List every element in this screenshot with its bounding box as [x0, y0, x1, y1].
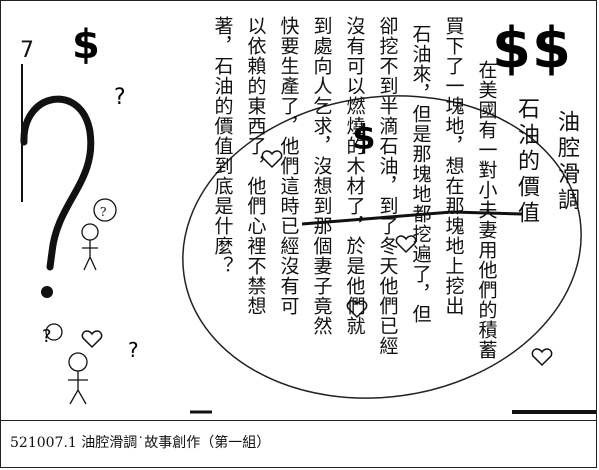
svg-text:$: $: [532, 16, 571, 81]
story-column: 快要生產了，他們這時已經沒有可: [277, 16, 300, 316]
story-subtitle: 石油的價值: [514, 97, 539, 227]
question-dot: [41, 286, 53, 298]
story-column: 以依賴的東西了，他們心裡不禁想: [244, 16, 267, 316]
story-illustration: $ $ $ $ ? ? ? ?: [2, 2, 596, 420]
caption-divider: [0, 420, 597, 421]
dollar-sign-icon: $: [72, 22, 100, 68]
story-column: 著，石油的價值到底是什麼？: [211, 16, 234, 276]
story-column: 石油來，但是那塊地都挖遍了，但: [409, 24, 432, 324]
heart-icon: [81, 150, 553, 367]
person-doodle-icon: ?: [81, 198, 117, 271]
dollar-sign-icon: $ $: [492, 16, 571, 81]
question-mark-icon: ?: [128, 338, 139, 362]
side-mark: 7: [20, 38, 34, 63]
story-column: 沒有可以燃燒的木材了，於是他們就: [343, 16, 366, 336]
doodle-layer: $ $ $ $ ? ? ? ?: [20, 16, 596, 414]
strike-line: [301, 210, 523, 226]
question-mark-icon: ?: [114, 85, 126, 110]
svg-text:?: ?: [100, 205, 106, 219]
story-column: 卻挖不到半滴石油，到了冬天他們已經: [376, 16, 399, 356]
story-column: 買下了一塊地，想在那塊地上挖出: [442, 16, 465, 316]
story-title: 油腔滑調: [554, 110, 579, 214]
person-doodle-icon: [45, 323, 88, 405]
story-column: 在美國有一對小夫妻用他們的積蓄: [475, 60, 498, 360]
figure-caption: 521007.1 油腔滑調˙故事創作（第一組）: [10, 435, 271, 451]
story-column: 到處向人乞求，沒想到那個妻子竟然: [310, 16, 333, 336]
svg-text:$: $: [72, 22, 100, 68]
dollar-sign-icon: $: [352, 118, 376, 158]
big-question-mark-icon: [20, 95, 95, 271]
svg-text:$: $: [492, 16, 531, 81]
ellipse-doodle: [182, 95, 582, 399]
svg-text:$: $: [352, 118, 376, 158]
